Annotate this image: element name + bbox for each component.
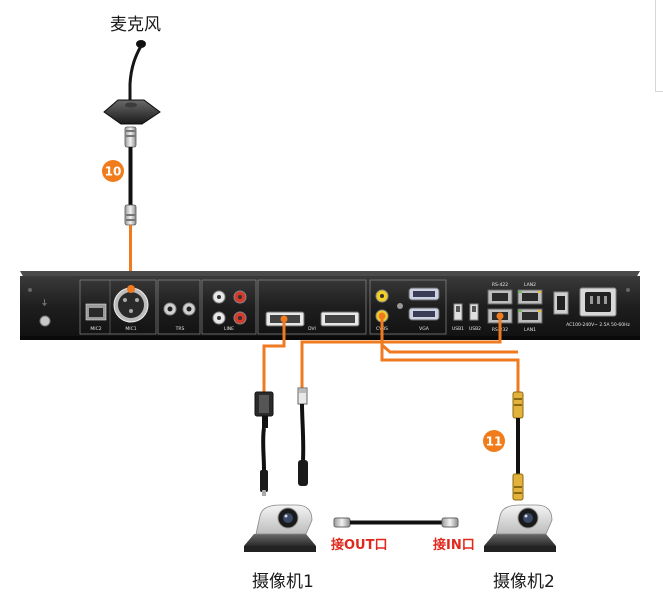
camera1-video-cable (254, 391, 274, 496)
microphone (103, 40, 161, 125)
mic-head (136, 40, 146, 48)
panel-screw-right (626, 288, 630, 292)
camera2-cvbs-cable (512, 391, 524, 501)
rs422-label: RS-422 (492, 282, 508, 288)
rs232-to-camera-line (300, 316, 502, 388)
vga-label: VGA (419, 326, 430, 332)
mic-base (103, 99, 161, 125)
svg-text:⏚: ⏚ (41, 299, 48, 307)
cvbs-to-camera2-line (380, 316, 520, 392)
daisy-chain-branch (381, 343, 518, 354)
mic-base-button (125, 102, 137, 108)
in-port-label: 接IN口 (433, 538, 475, 553)
dvi-label: DVI (308, 326, 316, 332)
page-edge-frame (655, 0, 663, 92)
lan1-label: LAN1 (524, 327, 536, 333)
dvi-to-camera1-line (262, 319, 286, 392)
camera2-label: 摄像机2 (493, 572, 555, 592)
usb1-label: USB1 (452, 326, 464, 332)
camera-2 (484, 504, 556, 552)
mic-gooseneck (128, 45, 143, 102)
panel-screw-left (28, 288, 32, 292)
marker-10-text: 10 (105, 165, 122, 179)
inter-camera-cable (333, 517, 459, 528)
out-port-label: 接OUT口 (331, 538, 388, 553)
camera-1 (244, 504, 316, 552)
terminal-rear-panel: ⏚ MIC2 MIC1 TRS LINE (20, 271, 640, 340)
camera1-control-cable (297, 387, 308, 486)
mic2-label: MIC2 (90, 326, 101, 332)
mic1-connection-dot (127, 285, 135, 293)
microphone-label: 麦克风 (110, 15, 161, 35)
marker-11-text: 11 (486, 435, 503, 449)
marker-11: 11 (483, 430, 505, 452)
trs-label: TRS (175, 326, 185, 332)
mic-cable (124, 126, 137, 226)
camera1-label: 摄像机1 (252, 572, 314, 592)
orange-connections (262, 312, 520, 392)
ground-screw (39, 315, 51, 327)
marker-10: 10 (102, 160, 124, 182)
power-label: AC100-240V~ 2.5A 50-60Hz (566, 322, 630, 328)
mic1-label: MIC1 (125, 326, 136, 332)
line-label: LINE (224, 326, 234, 332)
lan2-label: LAN2 (524, 282, 536, 288)
usb2-label: USB2 (469, 326, 481, 332)
